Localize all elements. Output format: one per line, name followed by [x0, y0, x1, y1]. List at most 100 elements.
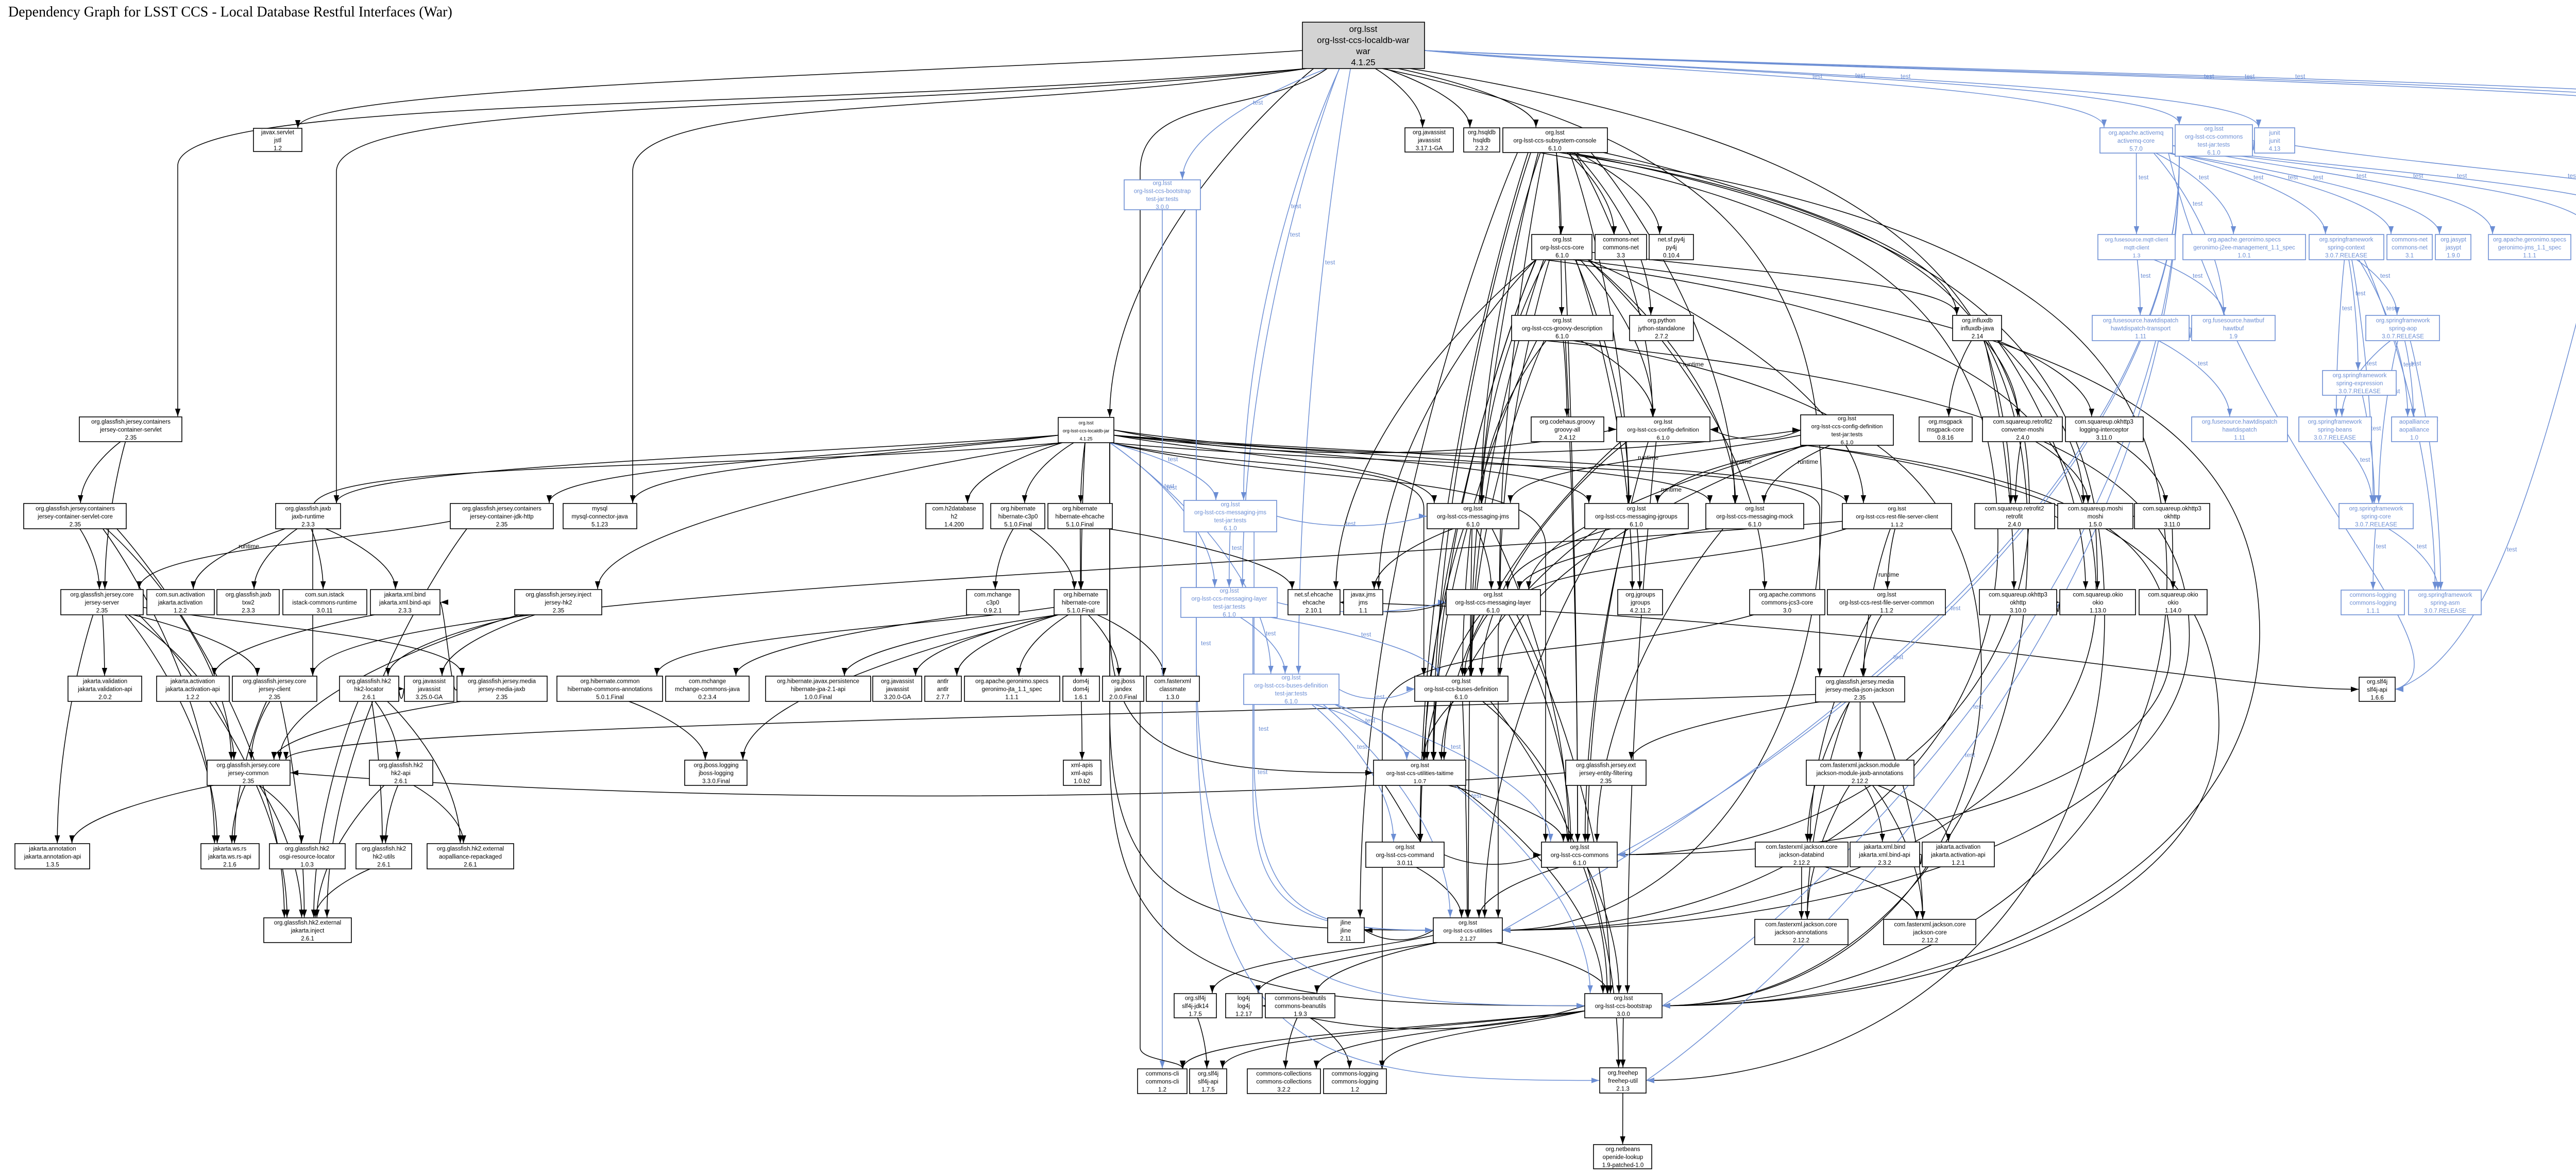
svg-text:commons-logging: commons-logging [1332, 1071, 1379, 1077]
svg-text:test: test [2141, 272, 2151, 279]
svg-text:org.javassist: org.javassist [413, 678, 446, 684]
svg-text:test-jar:tests: test-jar:tests [1832, 432, 1863, 438]
svg-text:aopalliance: aopalliance [2399, 419, 2429, 425]
svg-text:org.apache.activemq: org.apache.activemq [2109, 130, 2164, 136]
svg-text:org.apache.geronimo.specs: org.apache.geronimo.specs [975, 678, 1048, 684]
svg-text:org.glassfish.jersey.container: org.glassfish.jersey.containers [91, 419, 171, 425]
svg-text:jython-standalone: jython-standalone [1638, 326, 1685, 332]
svg-text:junit: junit [2268, 130, 2280, 136]
svg-text:org.lsst: org.lsst [1745, 506, 1765, 512]
svg-text:1.5.0: 1.5.0 [2089, 522, 2102, 528]
svg-text:org.slf4j: org.slf4j [1198, 1071, 1218, 1077]
svg-text:org.hibernate: org.hibernate [1062, 506, 1097, 512]
svg-text:6.1.0: 6.1.0 [1284, 699, 1298, 705]
svg-text:org.javassist: org.javassist [881, 678, 914, 684]
svg-text:com.fasterxml.jackson.core: com.fasterxml.jackson.core [1894, 921, 1965, 928]
svg-text:1.2.17: 1.2.17 [1235, 1011, 1252, 1017]
svg-text:h2: h2 [951, 514, 958, 520]
svg-text:com.fasterxml.jackson.core: com.fasterxml.jackson.core [1765, 921, 1837, 928]
svg-text:2.3.2: 2.3.2 [1878, 860, 1891, 866]
svg-text:jakarta.activation: jakarta.activation [158, 600, 202, 606]
svg-text:1.7.5: 1.7.5 [1189, 1011, 1202, 1017]
svg-text:jackson-core: jackson-core [1912, 930, 1946, 936]
svg-text:jackson-module-jaxb-annotation: jackson-module-jaxb-annotations [1816, 770, 1904, 777]
svg-text:jackson-databind: jackson-databind [1779, 852, 1824, 858]
svg-text:1.0.7: 1.0.7 [1414, 778, 1427, 784]
svg-text:commons-cli: commons-cli [1146, 1071, 1179, 1077]
svg-text:jakarta.xml.bind: jakarta.xml.bind [384, 592, 426, 598]
svg-text:4.1.25: 4.1.25 [1079, 436, 1092, 441]
svg-text:com.squareup.okhttp3: com.squareup.okhttp3 [2143, 506, 2201, 512]
svg-text:org.glassfish.jersey.core: org.glassfish.jersey.core [70, 592, 133, 598]
svg-text:javax.servlet: javax.servlet [261, 129, 295, 136]
svg-text:commons-logging: commons-logging [1332, 1079, 1379, 1085]
svg-text:org-lsst-ccs-commons: org-lsst-ccs-commons [2185, 134, 2243, 140]
svg-text:org.jboss.logging: org.jboss.logging [694, 762, 739, 768]
svg-text:okhttp: okhttp [2164, 514, 2180, 520]
svg-text:org.hibernate: org.hibernate [1063, 592, 1098, 598]
svg-text:2.3.3: 2.3.3 [242, 608, 255, 614]
svg-text:org.lsst: org.lsst [1219, 588, 1239, 594]
svg-text:jakarta.xml.bind-api: jakarta.xml.bind-api [1858, 852, 1910, 858]
svg-text:1.2: 1.2 [1158, 1087, 1166, 1093]
svg-text:com.fasterxml: com.fasterxml [1154, 678, 1191, 684]
svg-text:1.2: 1.2 [274, 145, 282, 152]
svg-text:jakarta.ws.rs-api: jakarta.ws.rs-api [208, 854, 251, 860]
svg-text:1.3.5: 1.3.5 [46, 862, 59, 868]
svg-text:test: test [1901, 73, 1911, 80]
svg-text:com.squareup.retrofit2: com.squareup.retrofit2 [1985, 506, 2044, 512]
svg-text:1.7.5: 1.7.5 [1201, 1087, 1215, 1093]
svg-text:commons-beanutils: commons-beanutils [1275, 1003, 1326, 1010]
svg-text:org-lsst-ccs-rest-file-server-: org-lsst-ccs-rest-file-server-client [1856, 514, 1938, 520]
svg-text:org-lsst-ccs-messaging-jms: org-lsst-ccs-messaging-jms [1194, 510, 1266, 516]
svg-text:org.lsst: org.lsst [1153, 180, 1172, 187]
svg-text:4.13: 4.13 [2269, 146, 2280, 152]
svg-text:org-lsst-ccs-buses-definition: org-lsst-ccs-buses-definition [1254, 683, 1328, 689]
svg-text:org-lsst-ccs-utilities: org-lsst-ccs-utilities [1444, 928, 1493, 934]
svg-text:3.0.7.RELEASE: 3.0.7.RELEASE [2325, 253, 2367, 259]
svg-text:jms: jms [1358, 600, 1368, 606]
svg-text:runtime: runtime [1798, 458, 1818, 465]
svg-text:org.glassfish.jersey.media: org.glassfish.jersey.media [1826, 679, 1894, 685]
svg-text:6.1.0: 6.1.0 [1748, 522, 1761, 528]
svg-text:msgpack-core: msgpack-core [1927, 427, 1964, 433]
svg-text:test: test [1365, 717, 1376, 724]
svg-text:mysql: mysql [592, 506, 607, 512]
svg-text:org.springframework: org.springframework [2349, 506, 2403, 512]
svg-text:org.glassfish.jersey.container: org.glassfish.jersey.containers [462, 506, 541, 512]
svg-text:hibernate-ehcache: hibernate-ehcache [1055, 514, 1104, 520]
svg-text:runtime: runtime [1731, 458, 1752, 465]
svg-text:2.35: 2.35 [1854, 695, 1866, 701]
svg-text:c3p0: c3p0 [987, 600, 999, 606]
svg-text:1.1.2: 1.1.2 [1891, 522, 1903, 528]
svg-text:org-lsst-ccs-groovy-descriptio: org-lsst-ccs-groovy-description [1522, 326, 1603, 332]
svg-text:3.10.0: 3.10.0 [2010, 608, 2026, 614]
svg-text:test: test [1855, 72, 1866, 79]
svg-text:mysql-connector-java: mysql-connector-java [571, 514, 628, 520]
svg-text:com.squareup.okhttp3: com.squareup.okhttp3 [2075, 419, 2133, 425]
svg-text:test-jar:tests: test-jar:tests [2198, 142, 2230, 148]
svg-text:commons-net: commons-net [1603, 245, 1639, 251]
svg-text:org.glassfish.jaxb: org.glassfish.jaxb [285, 506, 331, 512]
svg-text:javassist: javassist [886, 686, 909, 693]
svg-text:6.1.0: 6.1.0 [2207, 150, 2221, 156]
svg-text:aopalliance: aopalliance [2399, 427, 2429, 433]
svg-text:jakarta.validation-api: jakarta.validation-api [77, 686, 132, 693]
svg-text:2.11: 2.11 [1340, 936, 1351, 942]
svg-text:hibernate-core: hibernate-core [1062, 600, 1100, 606]
svg-text:runtime: runtime [239, 543, 259, 550]
svg-text:2.3.2: 2.3.2 [1475, 145, 1488, 152]
svg-text:hawtdispatch-transport: hawtdispatch-transport [2111, 326, 2171, 332]
svg-text:test: test [2357, 172, 2367, 179]
svg-text:2.6.1: 2.6.1 [464, 862, 477, 868]
svg-text:org.lsst: org.lsst [1221, 502, 1240, 508]
svg-text:2.12.2: 2.12.2 [1852, 778, 1868, 784]
svg-text:org.lsst: org.lsst [2204, 126, 2224, 132]
svg-text:hibernate-jpa-2.1-api: hibernate-jpa-2.1-api [791, 686, 845, 693]
svg-text:spring-aop: spring-aop [2389, 326, 2417, 332]
svg-text:runtime: runtime [1683, 361, 1704, 368]
svg-text:commons-beanutils: commons-beanutils [1275, 995, 1326, 1001]
svg-text:test-jar:tests: test-jar:tests [1214, 518, 1247, 524]
svg-text:spring-expression: spring-expression [2336, 380, 2383, 387]
svg-text:org.glassfish.hk2: org.glassfish.hk2 [347, 678, 391, 684]
